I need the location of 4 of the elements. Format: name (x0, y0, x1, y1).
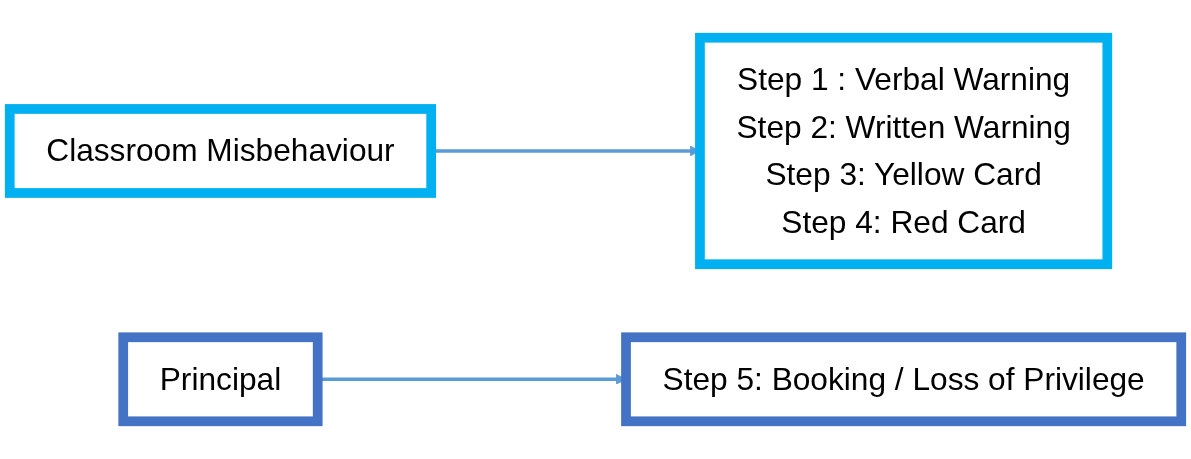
node-box: Classroom Misbehaviour (4, 104, 437, 198)
node-box: Principal (118, 332, 323, 427)
node-box: Step 5: Booking / Loss of Privilege (621, 332, 1187, 427)
node-box: Step 1 : Verbal Warning Step 2: Written Warning Step 3: Yellow Card Step 4: Red Card (695, 32, 1113, 270)
